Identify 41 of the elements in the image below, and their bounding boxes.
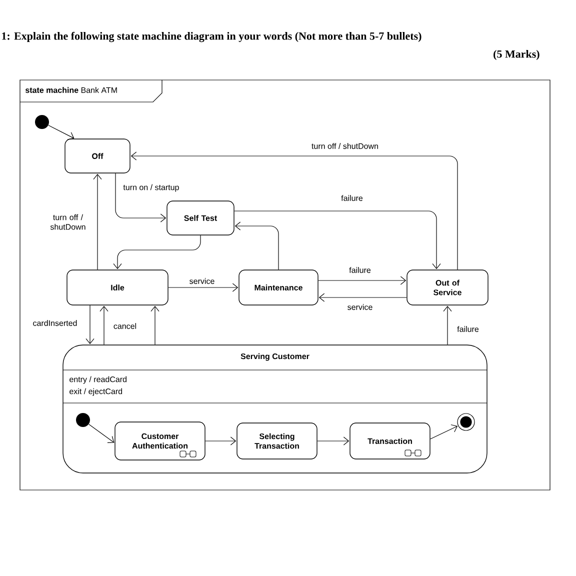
state-box: Self Test — [166, 200, 234, 236]
transition-arrow — [443, 306, 452, 345]
transition-arrow — [430, 424, 458, 440]
initial-state — [76, 413, 90, 427]
edge-label: cardInserted — [32, 319, 78, 327]
transition-arrow — [234, 222, 279, 270]
initial-state — [35, 115, 49, 129]
marks-note: (5 Marks) — [494, 50, 540, 60]
transition-arrow — [130, 152, 458, 270]
edge-label: cancel — [112, 322, 138, 330]
state-box: Maintenance — [238, 270, 318, 306]
edge-label: service — [346, 303, 374, 311]
state-box: Customer Authentication — [114, 422, 206, 460]
edge-label: failure — [348, 266, 372, 274]
transition-arrow — [100, 306, 108, 345]
state-box: Selecting Transaction — [236, 422, 318, 460]
transition-arrow — [86, 305, 94, 344]
state-box: Out of Service — [406, 270, 488, 306]
state-box: Transaction — [350, 422, 430, 460]
edge-label: failure — [456, 325, 480, 333]
transition-arrow — [317, 436, 350, 446]
edge-label: turn off / shutDown — [310, 142, 380, 150]
edge-label: service — [188, 277, 216, 285]
transition-arrow — [88, 424, 114, 444]
transition-arrow — [168, 283, 238, 292]
transition-arrow — [93, 174, 102, 270]
edge-label: turn off / shutDown — [43, 213, 93, 231]
transition-arrow — [318, 276, 406, 285]
heading: 1: Explain the following state machine diagram in your words (Not more than 5-7 bullets) — [2, 32, 422, 42]
transition-arrow — [115, 173, 166, 222]
transition-arrow — [205, 436, 236, 446]
transition-arrow — [150, 306, 160, 345]
state-box: Off — [64, 138, 130, 174]
transition-arrow — [318, 293, 407, 302]
state-box: Idle — [66, 270, 168, 306]
final-state — [457, 413, 475, 431]
edge-label: turn on / startup — [122, 183, 180, 193]
transition-arrow — [113, 235, 201, 270]
edge-label: failure — [340, 194, 364, 202]
transition-arrow — [48, 124, 74, 140]
transition-arrow — [234, 210, 441, 270]
